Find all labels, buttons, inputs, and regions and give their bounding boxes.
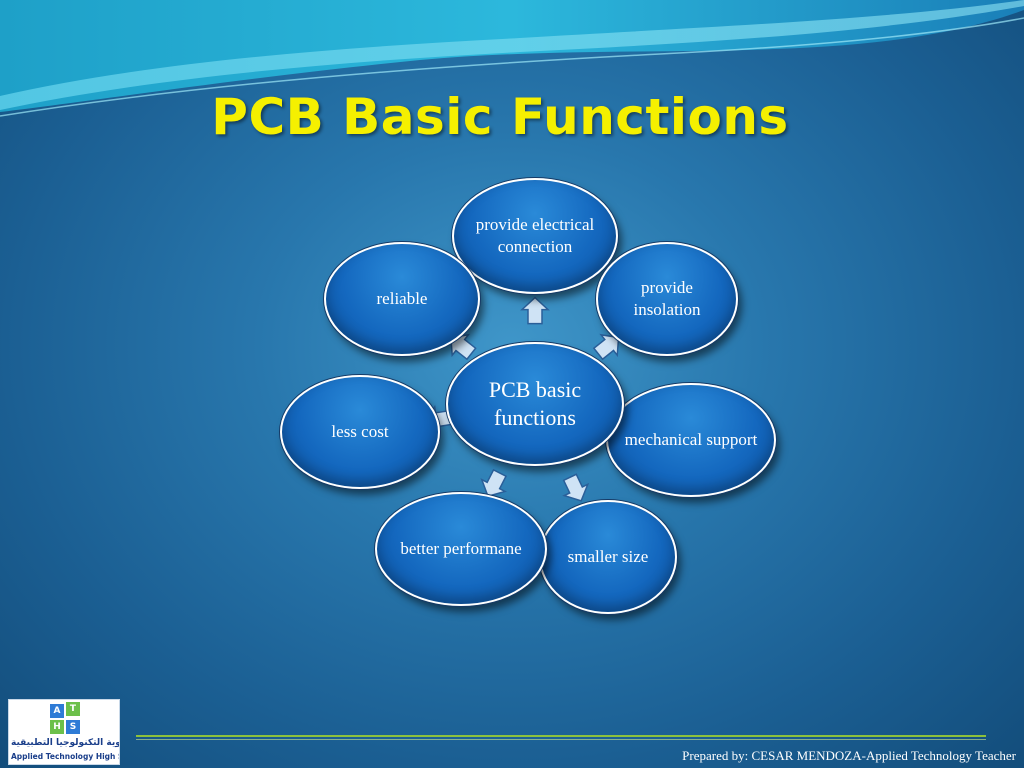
arrow-to-smaller-size [562, 473, 590, 502]
footer-credit: Prepared by: CESAR MENDOZA-Applied Techn… [682, 748, 1016, 763]
slide-title: PCB Basic Functions [211, 88, 789, 146]
logo-letter-t: T [66, 702, 80, 716]
logo-arabic-name: ثانوية التكنولوجيا التطبيقية [11, 738, 119, 748]
node-smaller-size: smaller size [539, 500, 677, 614]
footer-divider [136, 735, 986, 737]
header-wave-decoration [0, 0, 1024, 117]
node-provide-electrical-connection: provide electrical connection [452, 178, 618, 294]
arrow-to-provide-electrical-connection [520, 296, 550, 325]
logo-english-name: Applied Technology High School [11, 752, 119, 761]
node-provide-insolation: provide insolation [596, 242, 738, 356]
arrow-to-provide-insolation [592, 333, 620, 361]
logo-letter-a: A [50, 704, 64, 718]
logo-letter-s: S [66, 720, 80, 734]
node-center: PCB basic functions [446, 342, 624, 466]
footer-divider-secondary [136, 739, 986, 740]
arrow-to-better-performane [480, 468, 508, 498]
node-less-cost: less cost [280, 375, 440, 489]
node-mechanical-support: mechanical support [606, 383, 776, 497]
logo-letter-h: H [50, 720, 64, 734]
school-logo: A T H S ثانوية التكنولوجيا التطبيقية App… [8, 699, 120, 765]
node-better-performane: better performane [375, 492, 547, 606]
node-reliable: reliable [324, 242, 480, 356]
